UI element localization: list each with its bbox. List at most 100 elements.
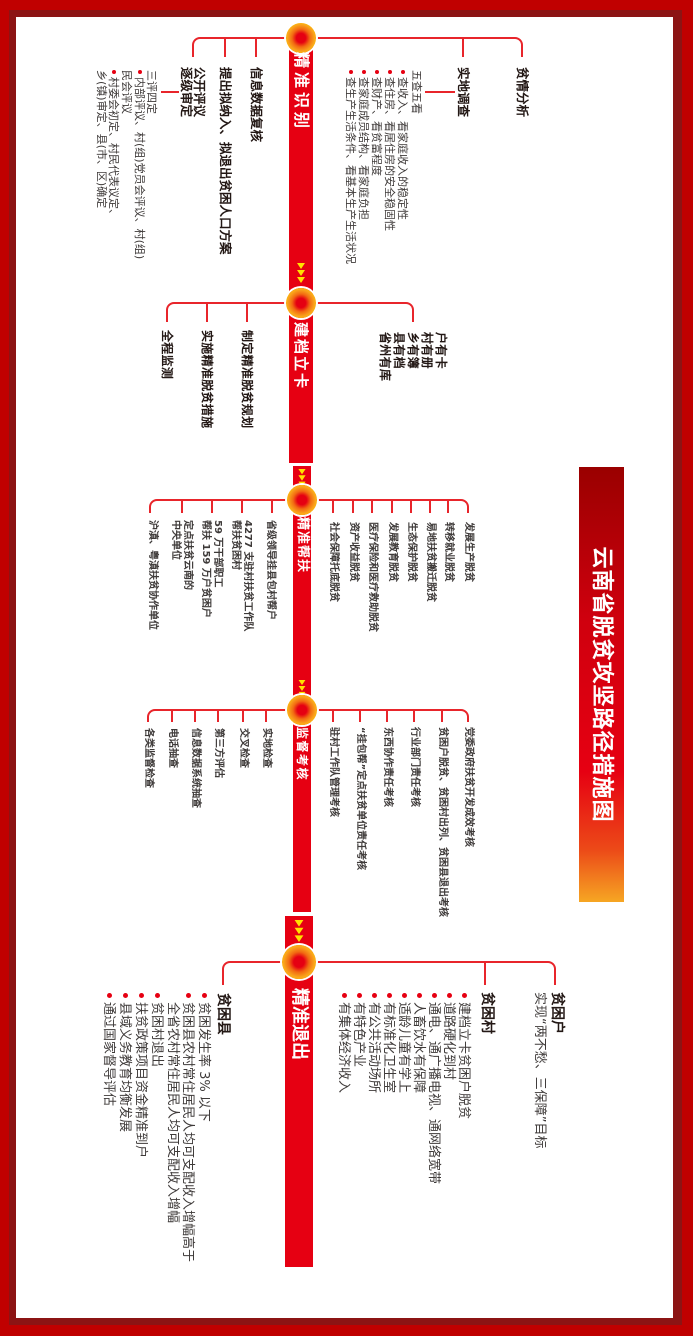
bullet-icon xyxy=(417,993,422,998)
branch-corner xyxy=(166,302,176,322)
list-item: 内部评议、村(组)党员会评议、村(组) xyxy=(133,70,146,259)
measure-item: 发展教育脱贫 xyxy=(387,522,398,582)
list-item-continuation: 乡(镇)审定、县(市、区)确定 xyxy=(95,70,108,209)
branch-stub xyxy=(371,500,373,513)
measure-item: 转移就业脱贫 xyxy=(443,522,454,582)
assessment-item: “挂包帮”定点扶贫单位责任考核 xyxy=(355,727,366,871)
bullet-icon xyxy=(112,70,116,74)
exit-heading-county: 贫困县 xyxy=(215,993,231,1035)
support-item-continuation: 中央单位 xyxy=(170,520,181,560)
support-item-continuation: 帮扶 159 万户贫困户 xyxy=(200,520,211,618)
branch-stub xyxy=(194,710,196,722)
branch-stub xyxy=(246,303,248,322)
inspection-item: 信息数据系统抽查 xyxy=(190,728,201,808)
branch-heading: 提出拟纳入、拟退出贫困人口方案 xyxy=(218,67,233,255)
list-item: 村委会初定、村民代表议定、 xyxy=(107,70,120,220)
list-item: 通电、通广播电视、通网络宽带 xyxy=(426,993,441,1184)
record-item: 省州有库 xyxy=(378,332,392,382)
list-item: 人畜饮水有保障 xyxy=(411,993,426,1093)
branch-stub xyxy=(410,500,412,513)
branch-line xyxy=(313,302,404,304)
branch-line xyxy=(313,961,546,963)
support-item: 定点扶贫云南的 xyxy=(182,520,193,590)
measure-item: 生态保护脱贫 xyxy=(406,522,417,582)
exit-heading-household: 贫困户 xyxy=(549,992,565,1034)
list-item: 县域义务教育均衡发展 xyxy=(117,993,132,1132)
branch-stub xyxy=(217,710,219,722)
bullet-icon xyxy=(123,993,128,998)
branch-stub xyxy=(242,710,244,722)
branch-corner xyxy=(147,709,157,722)
list-item: 扶贫政策项目资金精准到户 xyxy=(133,993,148,1158)
bullet-icon xyxy=(432,993,437,998)
measure-item: 资产收益脱贫 xyxy=(348,522,359,582)
branch-stub xyxy=(224,38,226,57)
branch-stub xyxy=(265,710,267,722)
branch-corner xyxy=(459,709,469,722)
list-item: 适龄儿童有学上 xyxy=(396,993,411,1093)
record-item: 乡有簿 xyxy=(406,332,420,369)
branch-line xyxy=(232,961,285,963)
branch-corner xyxy=(404,302,414,322)
sub-title: 五查五看 xyxy=(410,70,423,114)
stage-node-icon xyxy=(282,945,316,979)
bullet-icon xyxy=(138,70,142,74)
branch-stub xyxy=(271,500,273,513)
branch-stub xyxy=(429,500,431,513)
branch-heading: 逐级审定 xyxy=(179,67,194,118)
page-title: 云南省脱贫攻坚路径措施图 xyxy=(589,546,614,823)
exit-heading-village: 贫困村 xyxy=(479,992,495,1034)
bullet-icon xyxy=(349,70,353,74)
branch-stub xyxy=(359,710,361,722)
branch-corner xyxy=(149,499,159,513)
inspection-item: 实地检查 xyxy=(261,728,272,768)
record-item: 村有册 xyxy=(420,332,434,369)
branch-line xyxy=(157,709,293,711)
list-item: 查住房、看居住房的安全稳固性 xyxy=(383,70,396,231)
bullet-icon xyxy=(107,993,112,998)
branch-heading: 信息数据复核 xyxy=(249,67,264,143)
branch-stub xyxy=(484,962,486,985)
branch-stub xyxy=(332,500,334,513)
list-item: 有特色产业 xyxy=(351,993,366,1067)
branch-line xyxy=(176,302,289,304)
bullet-icon xyxy=(447,993,452,998)
branch-stub xyxy=(211,500,213,513)
measure-item: 易地扶贫搬迁脱贫 xyxy=(425,522,436,602)
branch-heading: 贫情分析 xyxy=(515,67,530,118)
list-item: 贫困县农村常住居民人均可支配收入增幅高于 xyxy=(180,993,195,1262)
assessment-item: 行业部门责任考核 xyxy=(409,727,420,807)
title-banner: 云南省脱贫攻坚路径措施图 xyxy=(579,467,624,902)
stage-label-identification: 精准识别 xyxy=(292,52,311,133)
list-item: 查收入、看家庭收入的稳定性 xyxy=(396,70,409,220)
support-item: 省级领导挂县包村帮户 xyxy=(265,520,276,620)
list-item: 有标准化卫生室 xyxy=(381,993,396,1093)
arrow-chevrons-icon xyxy=(294,920,304,942)
record-item: 县有档 xyxy=(392,332,406,369)
stage-node-icon xyxy=(286,23,316,53)
list-item: 通过国家督导评估 xyxy=(101,993,116,1106)
arrow-chevrons-icon xyxy=(298,469,306,487)
list-item-continuation: 民会评议 xyxy=(120,70,133,114)
assessment-item: 东西协作责任考核 xyxy=(382,727,393,807)
branch-heading: 公开评议 xyxy=(192,67,207,118)
bullet-icon xyxy=(186,993,191,998)
list-item: 查生产生活条件、看基本生产生活状况 xyxy=(344,70,357,264)
list-item-continuation: 全省农村常住居民人均可支配收入增幅 xyxy=(165,1002,180,1224)
list-item: 查财产、看贫富程度 xyxy=(370,70,383,176)
measure-item: 社会保障托底脱贫 xyxy=(328,522,339,602)
arrow-chevrons-icon xyxy=(298,680,306,697)
branch-corner xyxy=(222,961,232,985)
branch-stub xyxy=(255,38,257,57)
sub-branch-line xyxy=(425,91,455,93)
exit-description: 实现“两不愁、三保障”目标 xyxy=(532,992,547,1149)
bullet-icon xyxy=(401,70,405,74)
branch-line xyxy=(202,37,289,39)
bullet-icon xyxy=(362,70,366,74)
bullet-icon xyxy=(375,70,379,74)
branch-stub xyxy=(181,500,183,513)
branch-corner xyxy=(459,499,469,513)
measure-item: 发展生产脱贫 xyxy=(463,522,474,582)
list-item: 建档立卡贫困户脱贫 xyxy=(456,993,471,1119)
